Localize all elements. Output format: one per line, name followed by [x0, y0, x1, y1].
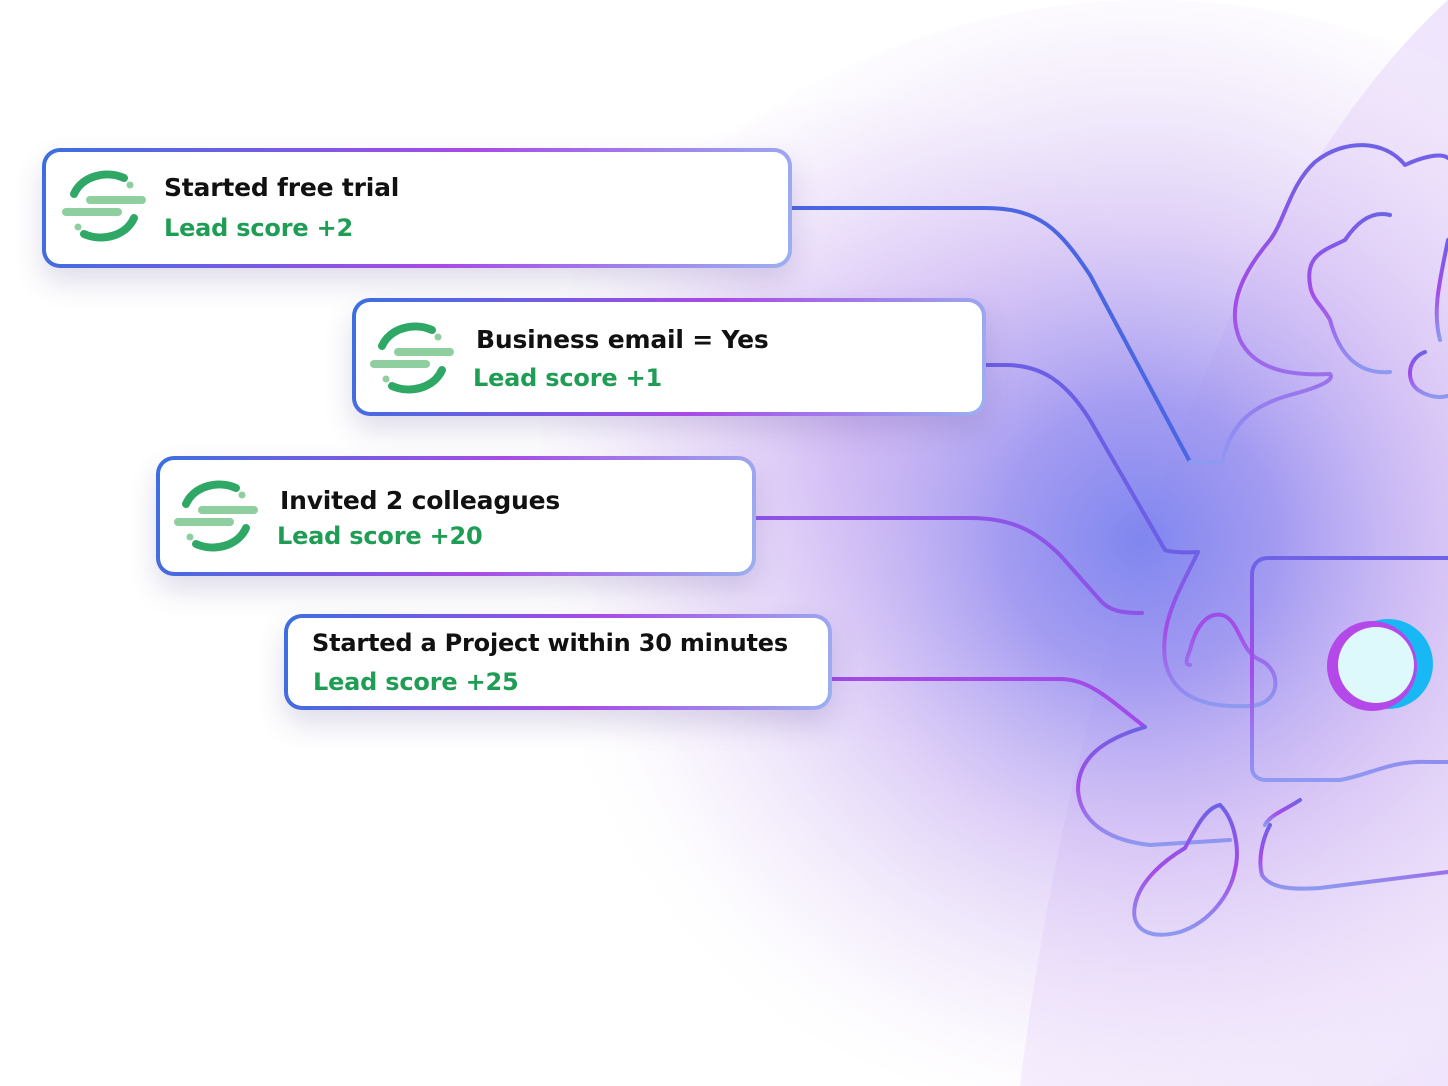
- event-card-business-email: Business email = Yes Lead score +1: [352, 298, 986, 416]
- laptop-logo-icon: [1327, 619, 1433, 711]
- segment-logo-icon: [370, 322, 454, 394]
- event-title: Started free trial: [164, 173, 400, 202]
- connector-line-4: [828, 677, 1147, 729]
- connector-lines: [753, 206, 1200, 729]
- lead-score-label: Lead score +25: [313, 668, 519, 696]
- event-title: Invited 2 colleagues: [280, 486, 561, 515]
- background-glow: [510, 0, 1448, 1086]
- connector-line-2: [983, 363, 1200, 555]
- lead-score-label: Lead score +2: [164, 214, 353, 242]
- event-card-started-free-trial: Started free trial Lead score +2: [42, 148, 792, 268]
- event-card-invited-colleagues: Invited 2 colleagues Lead score +20: [156, 456, 756, 576]
- event-card-started-project: Started a Project within 30 minutes Lead…: [284, 614, 832, 710]
- segment-logo-icon: [62, 170, 146, 242]
- connector-line-3: [753, 516, 1144, 615]
- event-title: Business email = Yes: [476, 325, 769, 354]
- event-title: Started a Project within 30 minutes: [312, 629, 788, 657]
- connector-line-1: [788, 206, 1192, 464]
- segment-logo-icon: [174, 480, 258, 552]
- person-illustration: [1076, 143, 1448, 937]
- lead-score-label: Lead score +1: [473, 364, 662, 392]
- lead-score-label: Lead score +20: [277, 522, 483, 550]
